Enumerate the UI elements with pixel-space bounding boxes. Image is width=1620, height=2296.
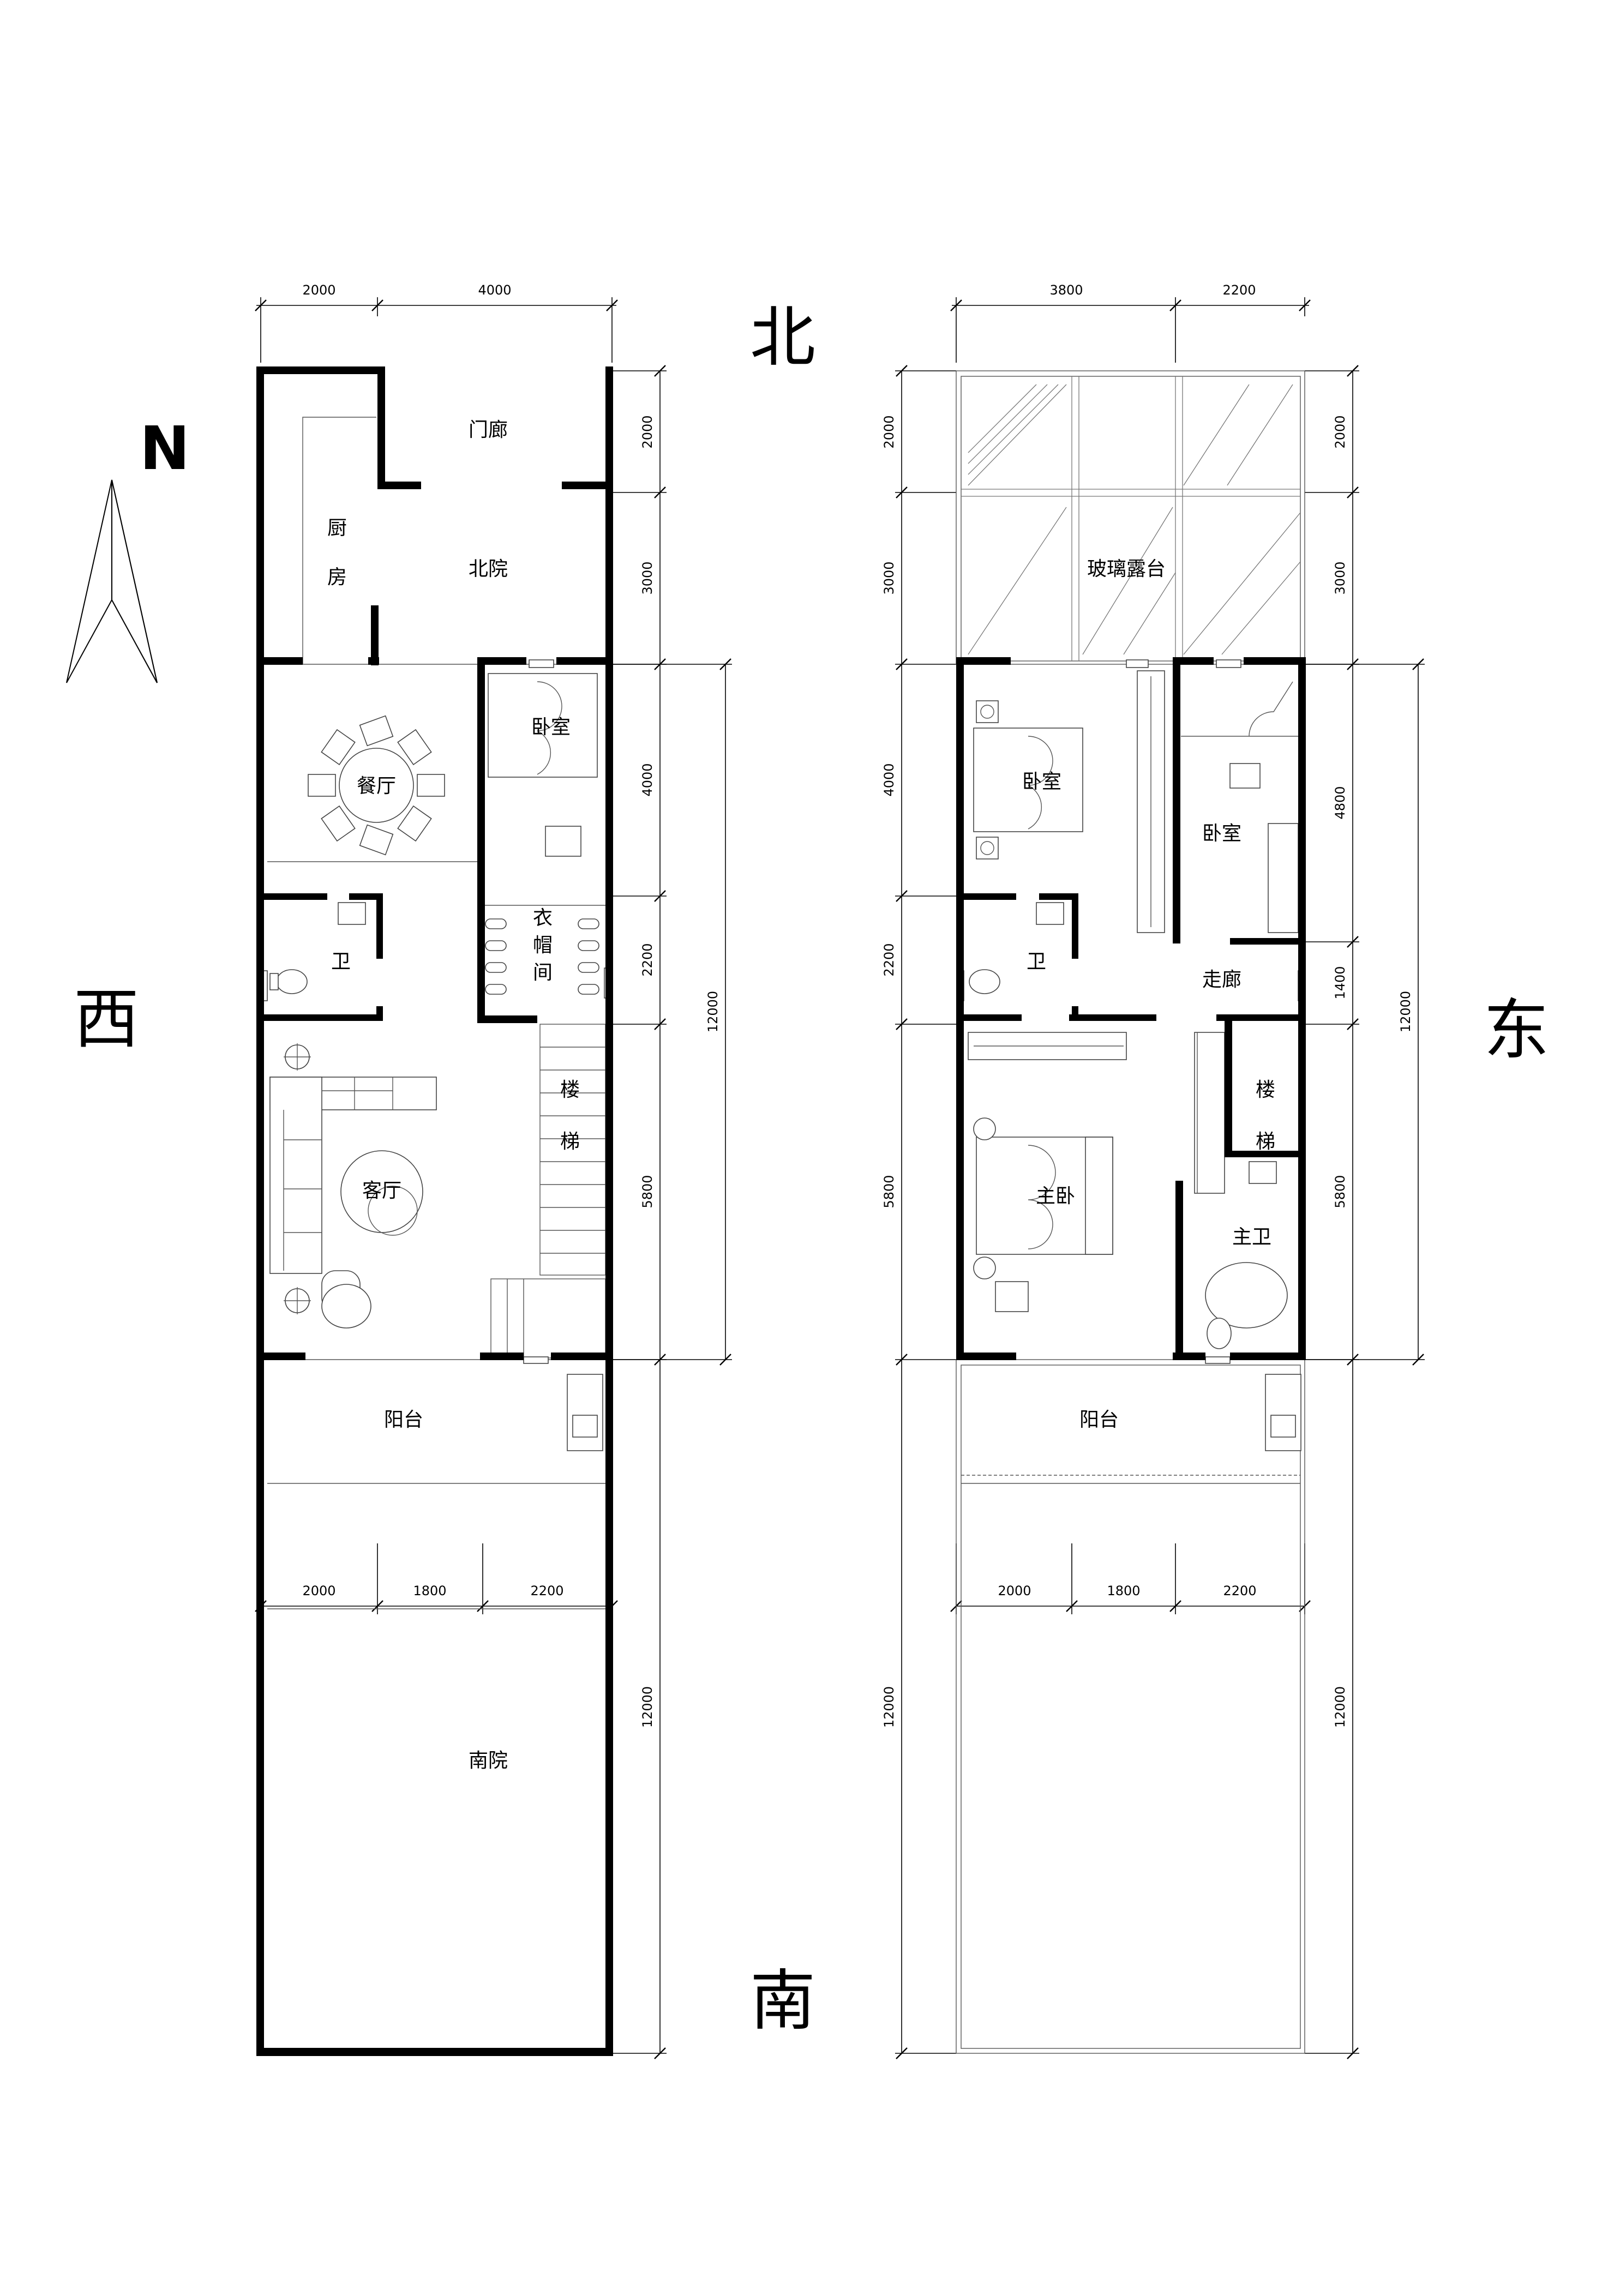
room-corridor: 走廊 <box>1202 969 1241 991</box>
ground-dims-top: 2000 4000 <box>255 283 618 363</box>
ground-dim-right-4: 2200 <box>640 943 655 976</box>
room-upper-balcony: 阳台 <box>1079 1409 1119 1431</box>
ground-dim-right-3: 4000 <box>640 763 655 796</box>
ground-floor-plan: 2000 4000 2000 3000 4000 2200 5800 12 <box>255 283 732 2059</box>
upper-dim-total-value: 12000 <box>1398 991 1413 1032</box>
upper-dim-right-5: 5800 <box>1333 1175 1348 1208</box>
room-master-bedroom: 主卧 <box>1036 1185 1075 1207</box>
room-living: 客厅 <box>362 1180 401 1202</box>
north-compass: N <box>66 413 190 683</box>
upper-floor-plan: 3800 2200 2000 3000 4000 2200 5800 12 <box>881 283 1425 2059</box>
upper-room-labels: 玻璃露台 卧室 卧室 卫 走廊 楼 梯 主卧 主卫 阳台 <box>1022 558 1275 1431</box>
upper-dims-middle: 2000 1800 2200 <box>950 1543 1311 1614</box>
room-closet-1: 衣 <box>533 907 553 929</box>
ground-dims-middle: 2000 1800 2200 <box>255 1543 618 1614</box>
room-bedroom: 卧室 <box>531 716 571 738</box>
room-bedroom-west: 卧室 <box>1022 771 1061 793</box>
upper-dims-right: 2000 3000 4800 1400 5800 12000 <box>1305 365 1359 2059</box>
ground-room-labels: 门廊 北院 厨 房 餐厅 卧室 衣 帽 间 卫 楼 梯 客厅 阳台 南院 <box>327 419 580 1772</box>
ground-dim-top-1: 2000 <box>302 283 335 298</box>
upper-dim-right-3: 4800 <box>1333 786 1348 819</box>
room-bathroom: 卫 <box>331 951 351 973</box>
direction-south: 南 <box>750 1963 815 2039</box>
direction-west: 西 <box>74 982 139 1057</box>
room-glass-terrace: 玻璃露台 <box>1087 558 1166 580</box>
ground-dim-right-6: 12000 <box>640 1686 655 1728</box>
upper-dim-mid-3: 2200 <box>1223 1583 1256 1598</box>
room-bedroom-east: 卧室 <box>1202 822 1241 845</box>
ground-furniture <box>261 659 611 1451</box>
room-kitchen-2: 房 <box>327 566 347 588</box>
upper-dim-right-1: 2000 <box>1333 415 1348 448</box>
compass-north-letter: N <box>140 413 190 483</box>
upper-dim-top-1: 3800 <box>1049 283 1083 298</box>
upper-dim-left-3: 4000 <box>881 763 897 796</box>
room-north-courtyard: 北院 <box>469 558 508 580</box>
room-closet-3: 间 <box>533 961 553 984</box>
room-stairs-2: 梯 <box>560 1131 580 1153</box>
upper-walls <box>956 657 1306 1360</box>
ground-dim-mid-1: 2000 <box>302 1583 335 1598</box>
ground-dim-total-value: 12000 <box>705 991 721 1032</box>
ground-dim-mid-2: 1800 <box>413 1583 446 1598</box>
glass-terrace <box>961 376 1301 661</box>
ground-dim-right-5: 5800 <box>640 1175 655 1208</box>
room-closet-2: 帽 <box>533 934 553 957</box>
ground-dim-mid-3: 2200 <box>530 1583 563 1598</box>
room-upper-stairs-1: 楼 <box>1256 1079 1275 1101</box>
upper-dim-left-2: 3000 <box>881 561 897 594</box>
ground-dim-right-1: 2000 <box>640 415 655 448</box>
room-south-courtyard: 南院 <box>469 1750 508 1772</box>
upper-dim-right-6: 12000 <box>1333 1686 1348 1728</box>
upper-dim-left-4: 2200 <box>881 943 897 976</box>
upper-furniture <box>957 659 1305 1451</box>
upper-dim-mid-1: 2000 <box>998 1583 1031 1598</box>
upper-dims-top: 3800 2200 <box>950 283 1311 363</box>
direction-north: 北 <box>750 300 815 376</box>
closet-hangers <box>485 918 599 995</box>
room-entry-porch: 门廊 <box>469 419 508 441</box>
ground-dims-right: 2000 3000 4000 2200 5800 12000 <box>612 365 667 2059</box>
ground-stair-treads <box>540 1047 605 1254</box>
room-upper-stairs-2: 梯 <box>1256 1131 1275 1153</box>
room-balcony: 阳台 <box>384 1409 423 1431</box>
upper-dim-left-5: 5800 <box>881 1175 897 1208</box>
upper-dim-total: 12000 <box>1305 658 1425 1366</box>
room-kitchen-1: 厨 <box>327 517 347 539</box>
upper-dim-top-2: 2200 <box>1222 283 1256 298</box>
upper-dims-left: 2000 3000 4000 2200 5800 12000 <box>881 365 956 2059</box>
ground-dim-top-2: 4000 <box>478 283 511 298</box>
living-sofa <box>269 1077 437 1274</box>
upper-dim-mid-2: 1800 <box>1107 1583 1140 1598</box>
room-stairs-1: 楼 <box>560 1079 580 1101</box>
upper-dim-right-2: 3000 <box>1333 561 1348 594</box>
upper-dim-left-1: 2000 <box>881 415 897 448</box>
dining-table <box>308 715 445 856</box>
direction-east: 东 <box>1484 993 1549 1068</box>
ground-dim-total: 12000 <box>612 658 732 1366</box>
ground-walls <box>256 366 613 2056</box>
room-master-bath: 主卫 <box>1232 1226 1271 1248</box>
upper-dim-right-4: 1400 <box>1333 966 1348 999</box>
room-upper-bathroom: 卫 <box>1027 951 1046 973</box>
ground-thin-lines <box>267 417 606 1609</box>
room-dining: 餐厅 <box>357 775 396 797</box>
upper-dim-left-6: 12000 <box>881 1686 897 1728</box>
ground-dim-right-2: 3000 <box>640 561 655 594</box>
